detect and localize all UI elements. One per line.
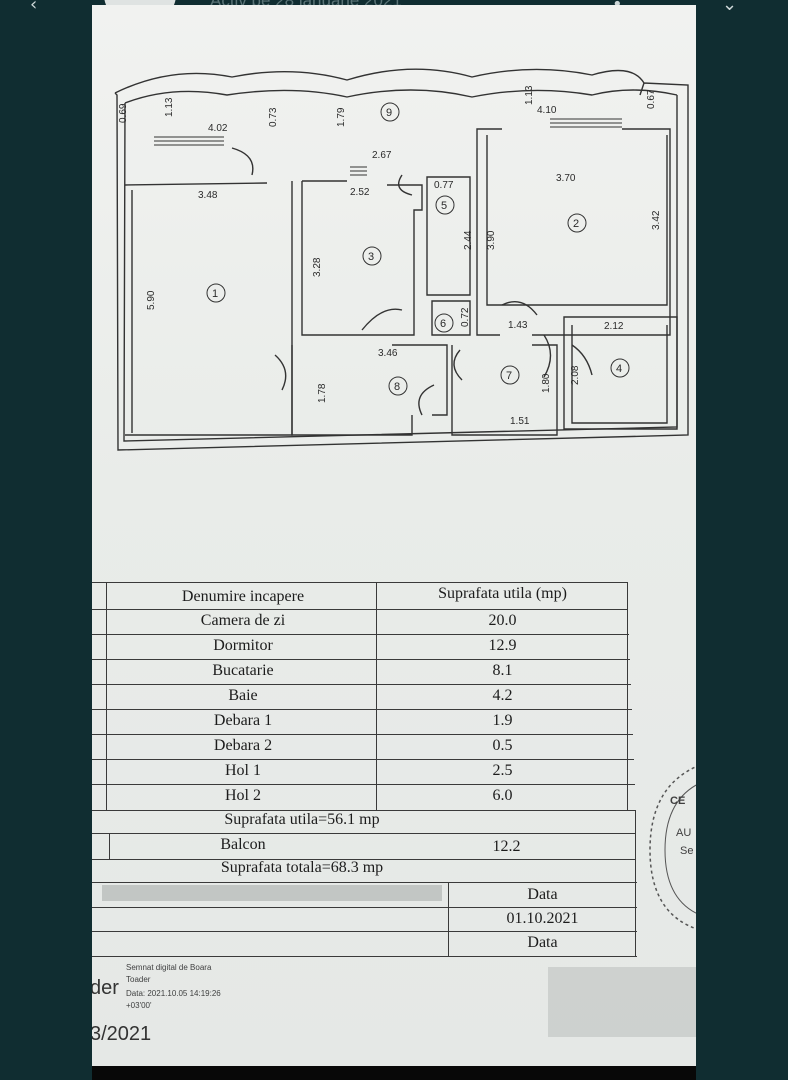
signature-line: Semnat digital de Boara [126,963,212,972]
room-number: 9 [386,107,392,119]
dimension-label: 2.67 [372,150,392,161]
dimension-label: 3.46 [378,348,398,359]
balcony-label: Balcon [220,836,266,853]
dimension-label: 3.70 [556,173,576,184]
room-area: 12.9 [488,637,517,654]
date-label: Data [527,934,558,951]
dimension-label: 1.80 [541,373,552,393]
room-name: Hol 1 [225,762,261,779]
dimension-label: 2.08 [570,365,581,385]
column-header-room: Denumire incapere [181,588,305,605]
room-area: 4.2 [492,687,513,704]
dimension-label: 3.48 [198,190,218,201]
room-area: 1.9 [492,712,513,729]
dimension-label: 2.44 [463,230,474,250]
dimension-label: 1.79 [336,107,347,127]
room-area: 0.5 [492,737,513,754]
redaction [102,885,442,901]
room-number: 5 [441,200,447,212]
stamp [649,766,696,930]
dimension-label: 2.52 [350,187,370,198]
room-number: 6 [440,318,446,330]
date-value: 01.10.2021 [506,910,579,927]
room-name: Hol 2 [225,787,261,804]
room-name: Bucatarie [212,662,274,679]
dimension-label: 4.02 [208,123,228,134]
date-label: Data [527,886,558,903]
dimension-label: 0.73 [268,107,279,127]
room-name: Camera de zi [200,612,286,629]
redaction [548,967,696,1037]
signature-name-fragment: der [92,977,119,999]
room-name: Debara 1 [213,712,273,729]
room-number: 8 [394,381,400,393]
room-name: Debara 2 [213,737,273,754]
balcony-area: 12.2 [492,838,521,855]
back-arrow-icon[interactable]: ‹ [30,0,38,15]
dimension-label: 0.67 [646,89,657,109]
stamp-text: CE [670,795,686,807]
room-number: 4 [616,363,622,375]
document-number-fragment: 3/2021 [92,1023,152,1045]
room-name: Dormitor [213,637,273,654]
room-number: 3 [368,251,374,263]
usable-area-total: Suprafata utila=56.1 mp [224,811,380,828]
column-header-area: Suprafata utila (mp) [438,585,567,602]
signature-line: Data: 2021.10.05 14:19:26 [126,989,221,998]
room-area: 20.0 [488,612,517,629]
bottom-edge [92,1066,696,1080]
room-area: 8.1 [492,662,513,679]
dimension-label: 1.78 [317,383,328,403]
document-photo: 0.69 1.13 4.02 0.73 1.79 2.67 1.13 4.10 … [92,5,696,1067]
dimension-label: 3.42 [651,210,662,230]
signature-line: Toader [126,975,151,984]
dimension-label: 1.43 [508,320,528,331]
dimension-label: 3.28 [312,257,323,277]
dimension-label: 1.51 [510,416,530,427]
area-table: Denumire incapere Suprafata utila (mp) C… [92,582,696,1002]
signature-line: +03'00' [126,1001,152,1010]
stamp-text: Se [680,845,694,857]
dimension-label: 0.77 [434,180,454,191]
stamp-text: AU [676,827,692,839]
floor-plan: 0.69 1.13 4.02 0.73 1.79 2.67 1.13 4.10 … [114,68,689,451]
room-number: 7 [506,370,512,382]
dimension-label: 5.90 [146,290,157,310]
room-area: 2.5 [492,762,513,779]
chevron-down-icon[interactable]: ⌄ [722,0,738,15]
dimension-label: 1.13 [524,85,535,105]
dimension-label: 4.10 [537,105,557,116]
dimension-label: 2.12 [604,321,624,332]
dimension-label: 1.13 [164,97,175,117]
dimension-label: 3.90 [486,230,497,250]
dimension-label: 0.72 [460,307,471,327]
total-area: Suprafata totala=68.3 mp [220,859,384,876]
room-name: Baie [228,687,258,704]
room-number: 2 [573,218,579,230]
dimension-label: 0.69 [118,103,129,123]
room-area: 6.0 [492,787,513,804]
room-number: 1 [212,288,218,300]
